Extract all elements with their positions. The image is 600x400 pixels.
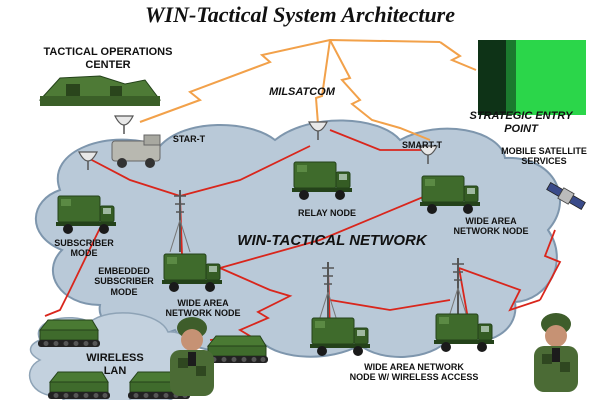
label-wide-area-network-node-wireless: WIDE AREA NETWORK NODE W/ WIRELESS ACCES… — [349, 362, 479, 383]
label-subscriber-mode: SUBSCRIBER MODE — [54, 238, 114, 259]
label-mobile-satellite-services: MOBILE SATELLITE SERVICES — [501, 146, 587, 167]
tactical-operations-center-icon — [38, 75, 161, 106]
label-win-tactical-network: WIN-TACTICAL NETWORK — [237, 232, 427, 249]
label-wide-area-network-node-right: WIDE AREA NETWORK NODE — [453, 216, 529, 237]
label-relay-node: RELAY NODE — [297, 208, 357, 218]
label-star-t: STAR-T — [172, 134, 206, 144]
label-wide-area-network-node-center: WIDE AREA NETWORK NODE — [165, 298, 241, 319]
strategic-entry-point-icon — [478, 40, 586, 115]
satellite-links — [139, 38, 477, 141]
star-t-vehicle-icon — [111, 134, 161, 168]
soldier-icon — [534, 313, 578, 392]
tracked-vehicle-icon — [205, 335, 269, 364]
radio-links — [44, 129, 562, 341]
label-milsatcom: MILSATCOM — [269, 86, 335, 98]
label-embedded-subscriber-mode: EMBEDDED SUBSCRIBER MODE — [94, 266, 154, 297]
label-smart-t: SMART-T — [402, 140, 442, 150]
label-tactical-operations-center: TACTICAL OPERATIONS CENTER — [43, 46, 173, 71]
satellite-icon — [546, 181, 586, 211]
label-strategic-entry-point: STRATEGIC ENTRY POINT — [469, 110, 573, 135]
satellite-dish-icon — [114, 115, 134, 135]
tracked-vehicle-icon — [37, 319, 101, 348]
page-title: WIN-Tactical System Architecture — [144, 2, 456, 27]
label-wireless-lan: WIRELESS LAN — [86, 352, 144, 377]
